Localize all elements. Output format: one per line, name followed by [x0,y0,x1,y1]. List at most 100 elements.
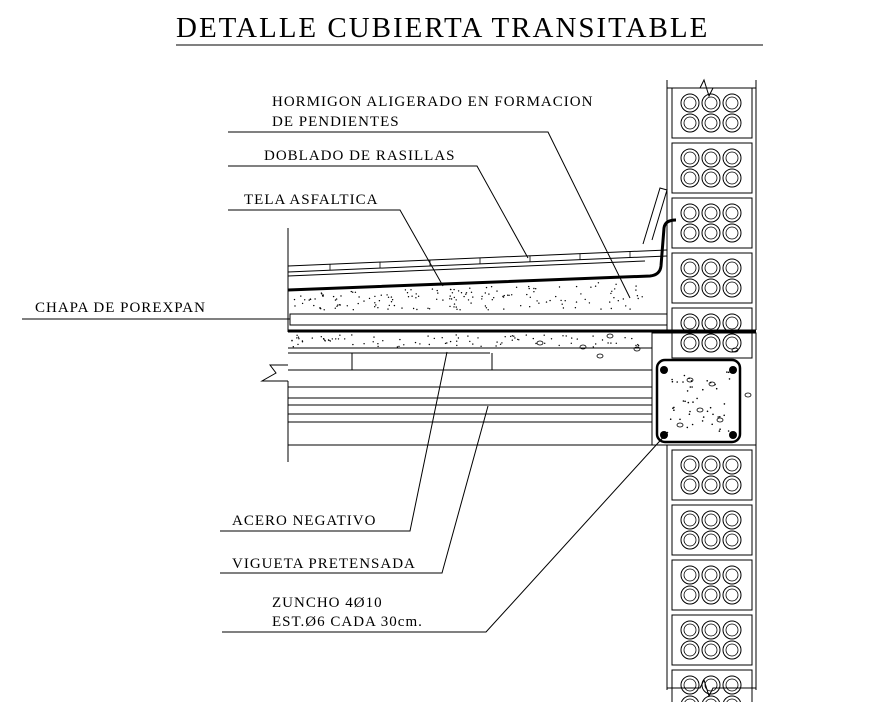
slab-dot [595,343,597,345]
beam-dot [688,413,691,416]
concrete-dot [340,295,342,297]
concrete-dot [388,304,390,307]
concrete-dot [309,298,312,300]
concrete-dot [467,299,470,301]
brick-hole [722,278,742,298]
brick-hole-inner [704,458,718,472]
concrete-dot [308,299,310,301]
aggregate [708,381,716,387]
concrete-dot [450,288,452,291]
concrete-dot [625,305,627,307]
beam-dot [687,401,690,404]
brick-hole-inner [683,171,697,185]
beam-dot [712,413,714,416]
slab-dot [296,334,298,336]
concrete-dot [535,288,537,290]
slab-dot [449,340,452,343]
concrete-dot [469,287,471,289]
concrete-dot [485,286,488,289]
concrete-dot [453,288,455,291]
concrete-dot [487,309,489,311]
slab-dot [610,342,612,344]
brick-hole-inner [725,568,739,582]
beam-dot [692,401,694,403]
brick-hole [722,640,742,660]
brick-hole [701,113,721,133]
slab-dot [291,339,293,342]
brick-hole [722,510,742,530]
brick-hole-inner [683,478,697,492]
slab-dot [433,337,435,340]
concrete-dot [391,299,394,301]
beam-dot [672,407,674,410]
concrete-dot [515,286,518,288]
concrete-dot [387,308,389,310]
concrete-dot [352,291,354,293]
concrete-dot [533,287,535,290]
slab-dot [352,343,354,346]
aggregate [696,407,704,413]
aggregate [744,392,752,398]
concrete-dot [575,301,578,303]
slab-dot [457,337,460,339]
slab-dot [377,343,379,345]
brick-hole [701,585,721,605]
concrete-dot [390,301,393,303]
brick-hole [722,203,742,223]
label-acero: ACERO NEGATIVO [220,351,448,532]
slab-dot [329,340,331,342]
concrete-dot [412,307,415,310]
beam-dot [718,430,721,432]
beam-dot [673,409,675,412]
brick-hole-inner [726,698,738,702]
slab-dot [337,338,340,340]
concrete-dot [614,288,616,290]
concrete-dot [314,298,316,300]
brick-hole [722,620,742,640]
concrete-dot [406,292,409,294]
brick-hole-inner [683,513,697,527]
brick-hole [701,203,721,223]
concrete-dot [374,306,376,308]
slab-dot [510,335,512,338]
brick-block [671,142,753,194]
concrete-dot [375,304,377,306]
concrete-dot [594,285,597,287]
brick-hole-inner [704,116,718,130]
beam-dot [691,423,694,426]
brick-hole [680,675,700,695]
slab-dot [301,341,304,343]
label-chapa: CHAPA DE POREXPAN [22,300,290,320]
slab-dot [344,338,346,340]
brick-hole-inner [683,96,697,110]
chapa-porexpan-layer [289,313,668,326]
brick-hole-inner [683,623,697,637]
brick-block [671,449,753,501]
label-tela: TELA ASFALTICA [228,192,444,287]
brick-hole-inner [704,261,718,275]
brick-block [671,504,753,556]
concrete-dot [617,300,619,302]
brick-hole-inner [704,623,718,637]
brick-hole-inner [683,643,697,657]
concrete-dot [363,300,365,302]
brick-hole-inner [704,151,718,165]
brick-hole-inner [683,261,697,275]
brick-hole [701,223,721,243]
slab-dot [532,337,534,340]
beam-dot [715,387,718,390]
concrete-dot [465,293,467,295]
brick-hole [701,510,721,530]
slab-dot [396,346,399,348]
concrete-dot [378,300,381,302]
concrete-dot [507,294,509,296]
label-hormigon-line1: HORMIGON ALIGERADO EN FORMACION [272,94,593,110]
slab-dot [558,344,560,347]
concrete-dot [322,295,324,297]
slab-dot [427,335,429,337]
roof-section [260,187,757,462]
brick-hole-inner [704,588,718,602]
beam-dot [702,416,705,418]
brick-hole [680,530,700,550]
slab-dot [601,339,604,341]
